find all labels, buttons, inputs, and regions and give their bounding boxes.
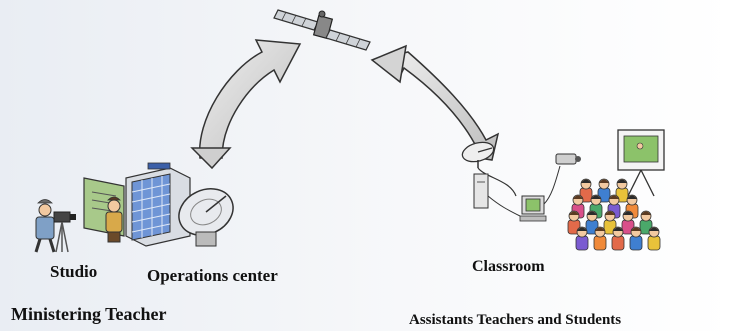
student-hair [617,179,627,183]
student-hair [591,195,601,199]
satellite-icon [273,9,371,51]
curved-arrow-icon [190,39,302,170]
student-hair [569,211,579,215]
camera-operator-icon [34,199,76,253]
student-figure [575,235,589,251]
classroom-label: Classroom [472,258,545,275]
student-hair [605,211,615,215]
building-icon [125,162,191,247]
student-hair [595,227,605,231]
student-hair [573,195,583,199]
student-hair [631,227,641,231]
operations-center-label: Operations center [147,266,278,285]
student-hair [613,227,623,231]
student-hair [581,179,591,183]
ministering-teacher-label: Ministering Teacher [11,304,167,324]
students-icon [567,178,661,251]
student-hair [627,195,637,199]
student-hair [577,227,587,231]
student-hair [641,211,651,215]
assistants-label: Assistants Teachers and Students [409,312,622,328]
projection-screen-icon [617,129,665,197]
student-figure [593,235,607,251]
student-hair [623,211,633,215]
computer-icon [473,165,561,222]
student-figure [629,235,643,251]
receiver-dish-icon [461,141,517,197]
student-hair [587,211,597,215]
studio-label: Studio [50,262,98,281]
student-hair [599,179,609,183]
projector-icon [555,153,581,165]
student-figure [647,235,661,251]
teacher-board-icon [83,177,125,243]
satellite-dish-icon [178,188,234,247]
student-hair [649,227,659,231]
student-figure [611,235,625,251]
student-hair [609,195,619,199]
